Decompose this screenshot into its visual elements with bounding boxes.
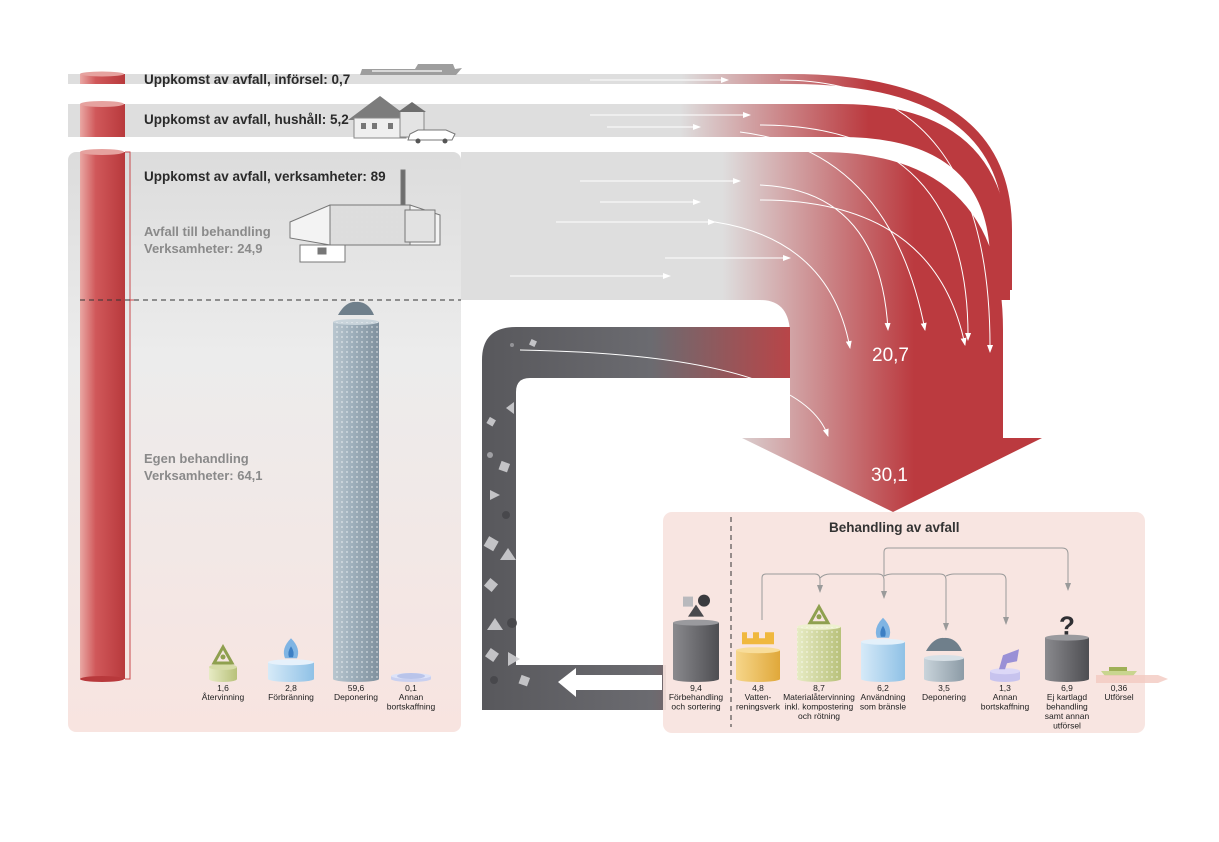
behandling-bar-4 [924, 655, 964, 682]
recycling-egen-0-icon [211, 643, 235, 665]
landfill-egen-2-icon [338, 301, 374, 315]
egen-bar-value-1: 2,8 [285, 683, 297, 693]
shapes-beh-0-icon [683, 594, 710, 617]
behandling-label-6-line-2: samt annan [1045, 711, 1090, 721]
behandling-label-0-line-1: och sortering [671, 702, 720, 712]
behandling-value-4: 3,5 [938, 683, 950, 693]
behandling-label-1-line-0: Vatten- [745, 692, 772, 702]
egen-bar-value-3: 0,1 [405, 683, 417, 693]
pour-beh-5-icon [999, 649, 1019, 670]
behandling-label-7-line-0: Utförsel [1104, 692, 1133, 702]
behandling-value-3: 6,2 [877, 683, 889, 693]
behandling-label-3-line-1: som bränsle [860, 702, 907, 712]
main-flow: 20,7 30,1 [68, 74, 1042, 710]
behandling-label-2-line-1: inkl. kompostering [785, 702, 854, 712]
behandling-value-1: 4,8 [752, 683, 764, 693]
egen-bar-0 [209, 664, 237, 682]
input-cylinders [80, 71, 125, 682]
behandling-label-6-line-1: behandling [1046, 702, 1088, 712]
egen-bar-label-3-line-0: Annan [399, 692, 424, 702]
input-label-hushall: Uppkomst av avfall, hushåll: 5,2 [144, 112, 349, 127]
behandling-bar-5 [990, 668, 1020, 682]
behandling-value-5: 1,3 [999, 683, 1011, 693]
input-label-verksamheter: Uppkomst av avfall, verksamheter: 89 [144, 169, 386, 184]
egen-bar-value-2: 59,6 [348, 683, 365, 693]
egen-bar-2 [333, 319, 379, 682]
behandling-panel [663, 512, 1145, 733]
behandling-value-0: 9,4 [690, 683, 702, 693]
question-beh-6-icon: ? [1059, 611, 1075, 641]
behandling-label-3-line-0: Användning [861, 692, 906, 702]
puddle-egen-3-icon [397, 673, 425, 679]
landfill-beh-4-icon [926, 637, 962, 651]
recycling-beh-2-icon [807, 603, 831, 625]
egen-bar-label-2-line-0: Deponering [334, 692, 378, 702]
till-behandling-line1: Avfall till behandling [144, 224, 271, 239]
flow-value-20-7: 20,7 [872, 345, 909, 366]
egen-bar-label-1-line-0: Förbränning [268, 692, 314, 702]
flame-egen-1-icon [283, 638, 299, 659]
behandling-bar-2 [797, 623, 841, 682]
egen-behandling-line2: Verksamheter: 64,1 [144, 468, 263, 483]
factory-icon [289, 169, 441, 263]
svg-text:?: ? [1059, 611, 1075, 641]
behandling-value-2: 8,7 [813, 683, 825, 693]
behandling-bar-6 [1045, 634, 1089, 682]
egen-bar-label-0-line-0: Återvinning [202, 692, 245, 702]
behandling-bar-1 [736, 647, 780, 682]
flow-value-30-1: 30,1 [871, 465, 908, 486]
egen-bar-1 [268, 659, 314, 682]
behandling-label-0-line-0: Förbehandling [669, 692, 724, 702]
behandling-label-1-line-1: reningsverk [736, 702, 781, 712]
behandling-label-6-line-3: utförsel [1053, 721, 1081, 731]
utforsel-arrow [1096, 675, 1168, 683]
behandling-value-6: 6,9 [1061, 683, 1073, 693]
egen-bar-value-0: 1,6 [217, 683, 229, 693]
behandling-label-2-line-0: Materialåtervinning [783, 692, 855, 702]
egen-bar-label-3-line-1: bortskaffning [387, 702, 436, 712]
behandling-title: Behandling av avfall [829, 520, 960, 535]
egen-behandling-line1: Egen behandling [144, 451, 249, 466]
behandling-bar-3 [861, 638, 905, 682]
behandling-label-4-line-0: Deponering [922, 692, 966, 702]
flame-beh-3-icon [875, 617, 891, 638]
behandling-label-6-line-0: Ej kartlagd [1047, 692, 1087, 702]
behandling-label-2-line-2: och rötning [798, 711, 840, 721]
till-behandling-line2: Verksamheter: 24,9 [144, 241, 263, 256]
behandling-label-5-line-0: Annan [993, 692, 1018, 702]
behandling-value-7: 0,36 [1111, 683, 1128, 693]
behandling-label-5-line-1: bortskaffning [981, 702, 1030, 712]
treatment-connectors [761, 547, 1071, 631]
water-treatment-beh-1-icon [742, 632, 774, 645]
ship-icon [360, 64, 462, 75]
house-icon [348, 96, 456, 144]
boat-beh-7-icon [1101, 667, 1137, 676]
input-label-inforsel: Uppkomst av avfall, införsel: 0,7 [144, 72, 350, 87]
behandling-bar-0 [673, 619, 719, 682]
return-arrow-icon [558, 668, 662, 697]
